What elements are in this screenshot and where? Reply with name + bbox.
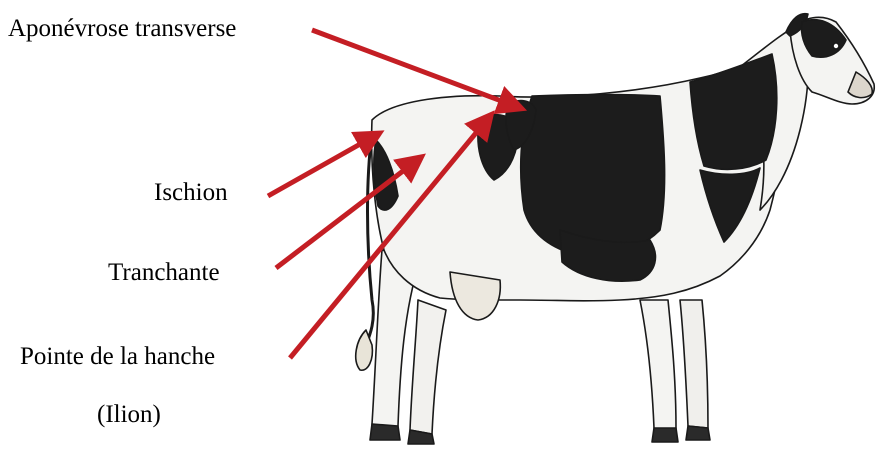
- arrow-ischion: [268, 134, 378, 196]
- cow-patch-neck: [690, 54, 777, 169]
- cow-hoof-1: [370, 424, 400, 440]
- cow-udder: [450, 272, 500, 320]
- cow-hoof-3: [652, 428, 678, 442]
- cow-front-leg-near: [640, 300, 676, 434]
- label-tranchante: Tranchante: [108, 260, 220, 285]
- label-ischion: Ischion: [154, 180, 228, 205]
- cow-patch-shoulder: [521, 95, 665, 257]
- arrow-aponevrose: [312, 30, 520, 108]
- cow-eye: [833, 43, 839, 49]
- cow-rear-leg-far: [410, 300, 446, 434]
- label-ilion: (Ilion): [97, 402, 161, 427]
- cow-front-leg-far: [680, 300, 708, 428]
- label-aponevrose-transverse: Aponévrose transverse: [8, 16, 236, 41]
- label-pointe-de-la-hanche: Pointe de la hanche: [20, 344, 215, 369]
- cow-hoof-4: [686, 426, 710, 440]
